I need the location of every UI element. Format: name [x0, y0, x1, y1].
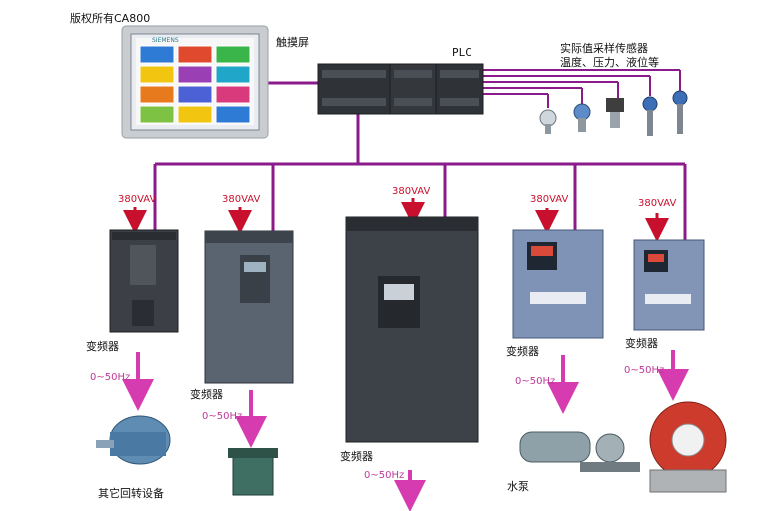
supply-arrows [123, 198, 669, 242]
drive-2-freq: 0~50Hz [202, 411, 243, 422]
drive-2-supply: 380VAV [222, 194, 261, 205]
drive-1-supply: 380VAV [118, 194, 157, 205]
hmi-tile [215, 85, 251, 104]
drive-4-label: 变频器 [506, 345, 539, 358]
drive-3-freq: 0~50Hz [364, 470, 405, 481]
drive-bus [153, 112, 687, 240]
drive-2-image [204, 230, 294, 384]
sensor-4 [642, 96, 658, 136]
hmi-tile [177, 85, 213, 104]
output-arrows [122, 350, 689, 511]
drive-5-label: 变频器 [625, 337, 658, 350]
other-equipment-label: 其它回转设备 [98, 487, 164, 500]
drive-2-label: 变频器 [190, 388, 223, 401]
sensor-title-line-2: 温度、压力、液位等 [560, 56, 659, 69]
drive-4-image [512, 229, 604, 339]
touch-screen-image [121, 25, 269, 139]
hmi-tile [215, 65, 251, 84]
pump-label: 水泵 [507, 480, 529, 493]
drive-3-supply: 380VAV [392, 186, 431, 197]
hmi-tile [215, 45, 251, 64]
fan-image [649, 401, 727, 493]
drive-1-image [109, 229, 179, 333]
drive-5-supply: 380VAV [638, 198, 677, 209]
hmi-tile [139, 45, 175, 64]
sensor-title-line-1: 实际值采样传感器 [560, 42, 648, 55]
hmi-brand: SIEMENS [152, 37, 179, 44]
drive-3-image [345, 216, 479, 443]
hmi-tile [177, 105, 213, 124]
copyright-label: 版权所有CA800 [70, 12, 151, 25]
touch-screen-label: 触摸屏 [276, 36, 309, 49]
drive-4-freq: 0~50Hz [515, 376, 556, 387]
sensor-2 [573, 103, 591, 132]
hmi-tile [139, 105, 175, 124]
hmi-tile [139, 65, 175, 84]
vertical-motor-image [228, 448, 278, 496]
hmi-tile [139, 85, 175, 104]
drive-1-label: 变频器 [86, 340, 119, 353]
plc-label: PLC [452, 46, 472, 59]
plc-rack-image [317, 63, 484, 115]
sensor-1 [539, 109, 557, 134]
hmi-tile [215, 105, 251, 124]
drive-1-freq: 0~50Hz [90, 372, 131, 383]
sensor-5 [672, 90, 688, 134]
drive-5-image [633, 239, 705, 331]
hmi-tile [177, 65, 213, 84]
hmi-tile [177, 45, 213, 64]
sensor-3 [606, 98, 624, 128]
sensor-icons [539, 90, 688, 136]
pump-image [519, 431, 640, 472]
motor-image [96, 415, 171, 465]
drive-5-freq: 0~50Hz [624, 365, 665, 376]
sensor-bus [483, 69, 681, 108]
drive-4-supply: 380VAV [530, 194, 569, 205]
drive-3-label: 变频器 [340, 450, 373, 463]
